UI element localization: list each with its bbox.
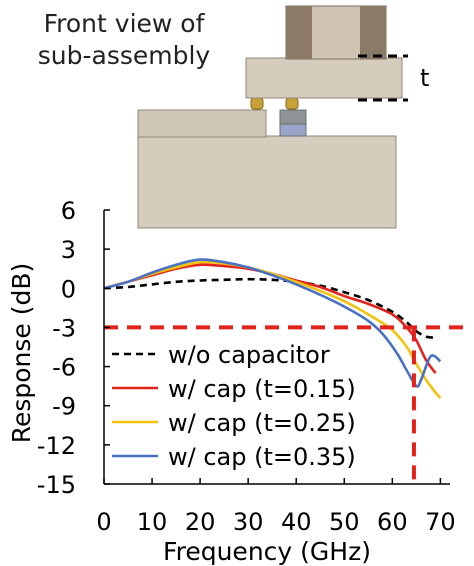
x-tick-label: 60 (377, 508, 408, 536)
top-block-right-edge (360, 6, 386, 59)
x-tick-label: 30 (233, 508, 264, 536)
thickness-label: t (420, 64, 430, 92)
x-tick-label: 20 (185, 508, 216, 536)
caption-line-1: Front view of (43, 9, 205, 38)
bump-right (285, 97, 299, 110)
drawing-caption: Front view of sub-assembly (4, 8, 244, 72)
y-tick-label: 3 (61, 236, 76, 264)
y-tick-label: -15 (37, 471, 76, 499)
y-axis-label: Response (dB) (7, 263, 36, 444)
x-axis-label: Frequency (GHz) (163, 537, 371, 566)
y-tick-label: -9 (52, 393, 76, 421)
legend-label-3: w/ cap (t=0.35) (168, 443, 356, 471)
x-tick-label: 50 (329, 508, 360, 536)
left-step (137, 109, 267, 138)
legend-label-0: w/o capacitor (168, 341, 330, 369)
y-tick-label: 6 (61, 197, 76, 225)
chip-top (279, 109, 307, 125)
series-line-3 (103, 258, 442, 388)
legend-label-2: w/ cap (t=0.25) (168, 409, 356, 437)
legend-label-1: w/ cap (t=0.15) (168, 375, 356, 403)
legend: w/o capacitor w/ cap (t=0.15) w/ cap (t=0.… (112, 341, 356, 471)
top-block-left-edge (286, 6, 312, 59)
sub-assembly-plate (245, 57, 403, 99)
series-layer (103, 258, 442, 399)
y-tick-label: -3 (52, 314, 76, 342)
x-tick-label: 40 (281, 508, 312, 536)
x-tick-label: 10 (137, 508, 168, 536)
x-tick-label: 0 (96, 508, 111, 536)
caption-line-2: sub-assembly (37, 41, 211, 70)
y-tick-label: -12 (37, 432, 76, 460)
reference-lines (104, 325, 470, 488)
y-tick-label: -6 (52, 354, 76, 382)
substrate (137, 135, 397, 229)
x-tick-label: 70 (425, 508, 456, 536)
sub-assembly-drawing (137, 5, 408, 229)
y-tick-label: 0 (61, 275, 76, 303)
chip-bottom (279, 123, 307, 137)
series-line-2 (103, 260, 442, 399)
bump-left (250, 97, 264, 110)
